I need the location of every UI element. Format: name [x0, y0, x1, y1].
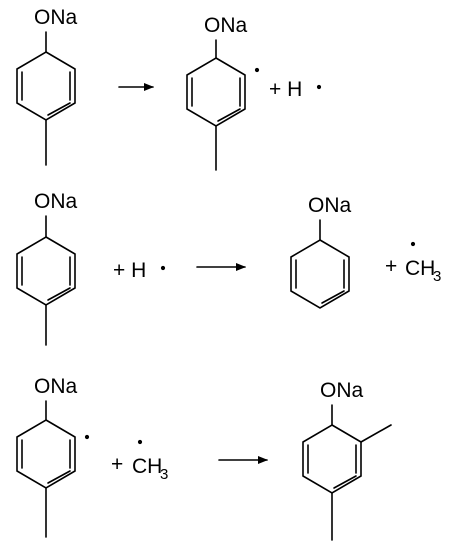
radical-dot — [410, 241, 416, 247]
ch-label: CH — [405, 257, 435, 280]
row3-reactant-aryl-radical: ONa — [16, 375, 90, 538]
row2-reactant-p-cresolate: ONa — [16, 190, 78, 346]
radical-dot — [84, 434, 90, 440]
ona-label: ONa — [34, 6, 78, 29]
ona-label: ONa — [308, 194, 352, 217]
row3-product-dimethylphenoxide: ONa — [302, 379, 392, 541]
radical-dot — [254, 67, 260, 73]
benzene-ring — [16, 400, 76, 538]
radical-dot — [137, 439, 143, 445]
ona-label: ONa — [34, 375, 78, 398]
benzene-ring — [186, 39, 246, 171]
row2-product-phenoxide: ONa — [290, 194, 352, 309]
radical-dot — [316, 84, 322, 90]
plus-h-label: + H — [113, 259, 146, 282]
plus-h-label: + H — [269, 78, 302, 101]
plus-label: + — [385, 255, 397, 278]
benzene-ring — [302, 404, 392, 541]
ona-label: ONa — [204, 14, 248, 37]
row2-methyl-radical: + CH 3 — [385, 241, 441, 285]
row3-methyl-radical: + CH 3 — [111, 439, 168, 483]
benzene-ring — [16, 31, 76, 166]
row1-product-aryl-radical: ONa — [186, 14, 260, 171]
row1-hydrogen-radical: + H — [269, 78, 322, 101]
ch-subscript: 3 — [160, 466, 168, 483]
row1-reactant-p-cresolate: ONa — [16, 6, 78, 166]
benzene-ring — [290, 219, 350, 309]
benzene-ring — [16, 215, 76, 346]
ona-label: ONa — [320, 379, 364, 402]
ch-label: CH — [132, 455, 162, 478]
ch-subscript: 3 — [433, 268, 441, 285]
ona-label: ONa — [34, 190, 78, 213]
radical-dot — [160, 265, 166, 271]
row2-hydrogen-radical: + H — [113, 259, 166, 282]
plus-label: + — [111, 453, 123, 476]
